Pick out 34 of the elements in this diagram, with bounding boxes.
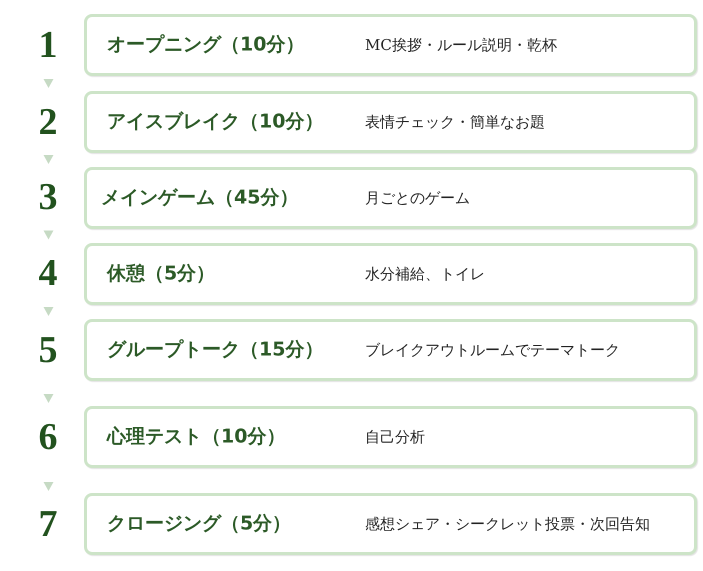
arrow bbox=[44, 79, 54, 88]
step-box bbox=[84, 91, 697, 153]
step-number: 4 bbox=[38, 254, 58, 292]
step-number: 2 bbox=[38, 103, 58, 141]
step-title: メインゲーム（45分） bbox=[101, 186, 298, 210]
step-number: 3 bbox=[38, 178, 58, 216]
step-description: 自己分析 bbox=[365, 428, 425, 446]
step-box bbox=[84, 319, 697, 381]
step-title: オープニング（10分） bbox=[107, 34, 304, 56]
arrow bbox=[44, 307, 54, 316]
step-box bbox=[84, 167, 697, 229]
step-description: ブレイクアウトルームでテーマトーク bbox=[365, 341, 620, 359]
step-title: アイスブレイク（10分） bbox=[107, 110, 324, 134]
step-description: MC挨拶・ルール説明・乾杯 bbox=[365, 36, 557, 54]
step-description: 水分補給、トイレ bbox=[365, 265, 485, 283]
step-description: 月ごとのゲーム bbox=[365, 189, 470, 207]
step-title: 休憩（5分） bbox=[107, 262, 216, 286]
step-box bbox=[84, 406, 697, 468]
step-title: クロージング（5分） bbox=[107, 512, 292, 536]
step-number: 1 bbox=[38, 26, 58, 64]
step-description: 表情チェック・簡単なお題 bbox=[365, 113, 545, 131]
arrow bbox=[44, 482, 54, 491]
step-box bbox=[84, 14, 697, 76]
step-box bbox=[84, 243, 697, 305]
arrow bbox=[44, 155, 54, 164]
arrow bbox=[44, 230, 54, 240]
step-box bbox=[84, 493, 697, 555]
step-title: 心理テスト（10分） bbox=[107, 426, 286, 448]
step-number: 6 bbox=[38, 418, 58, 456]
arrow bbox=[44, 394, 54, 403]
step-number: 7 bbox=[38, 505, 58, 543]
step-description: 感想シェア・シークレット投票・次回告知 bbox=[365, 515, 650, 533]
step-title: グループトーク（15分） bbox=[107, 338, 324, 362]
step-number: 5 bbox=[38, 331, 58, 369]
